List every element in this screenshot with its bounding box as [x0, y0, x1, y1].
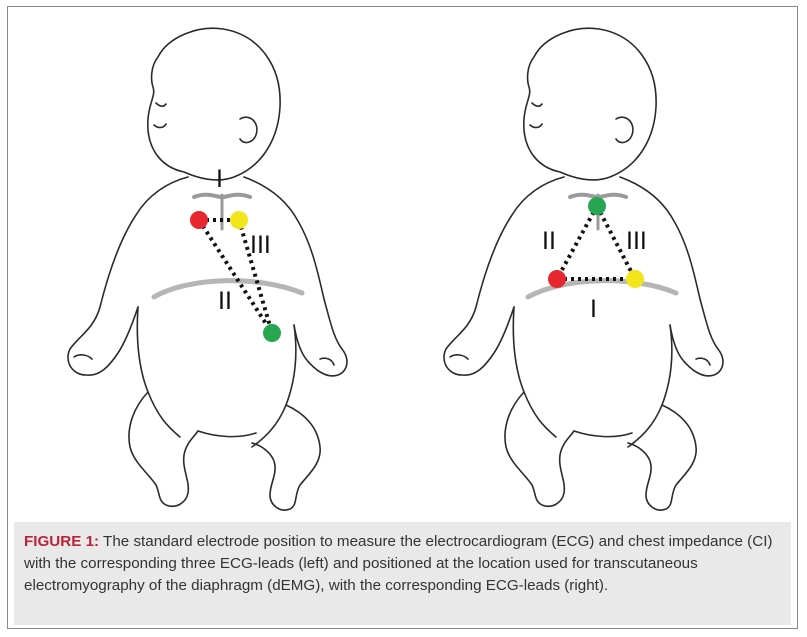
caption-text: The standard electrode position to measu…	[24, 533, 772, 594]
lead-label-III-right: III	[626, 227, 647, 255]
electrode-yellow	[626, 270, 644, 288]
infant-torso	[68, 177, 188, 375]
electrode-green	[263, 324, 281, 342]
infant-head	[148, 28, 280, 180]
figure-frame: I III II	[7, 6, 798, 629]
infant-torso	[444, 177, 564, 375]
leads-right	[557, 206, 635, 279]
infant-right	[444, 28, 723, 510]
infant-left	[68, 28, 347, 510]
figure-illustration: I III II	[8, 7, 799, 522]
lead-label-I-right: I	[590, 295, 597, 323]
electrode-red	[548, 270, 566, 288]
figure-caption: FIGURE 1: The standard electrode positio…	[14, 522, 791, 625]
electrode-yellow	[230, 211, 248, 229]
electrode-red	[190, 211, 208, 229]
lead-label-III-left: III	[250, 231, 271, 259]
electrode-green	[588, 197, 606, 215]
lead-label-II-right: II	[542, 227, 556, 255]
caption-label: FIGURE 1:	[24, 533, 99, 550]
lead-label-II-left: II	[218, 287, 232, 315]
infant-head	[524, 28, 656, 180]
lead-label-I-left: I	[216, 165, 223, 193]
lead-II-line	[557, 206, 597, 279]
